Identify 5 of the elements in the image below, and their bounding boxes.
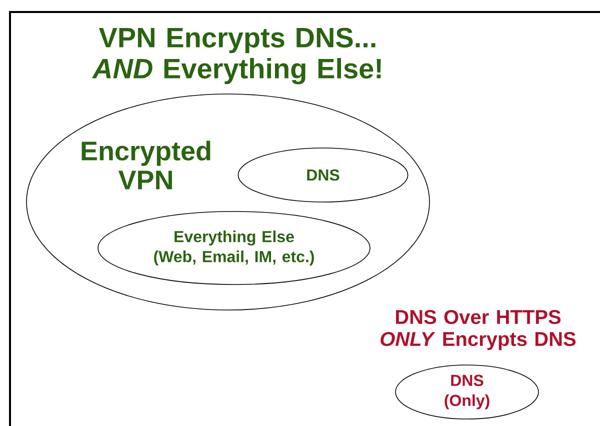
ellipse-node: DNS (Only) — [395, 364, 539, 420]
heading: DNS Over HTTPS ONLY Encrypts DNS — [380, 310, 576, 350]
ellipse-node: Everything Else (Web, Email, IM, etc.) — [98, 211, 370, 285]
ellipse-node: DNS — [238, 148, 408, 202]
title: VPN Encrypts DNS... AND Everything Else! — [92, 28, 381, 84]
